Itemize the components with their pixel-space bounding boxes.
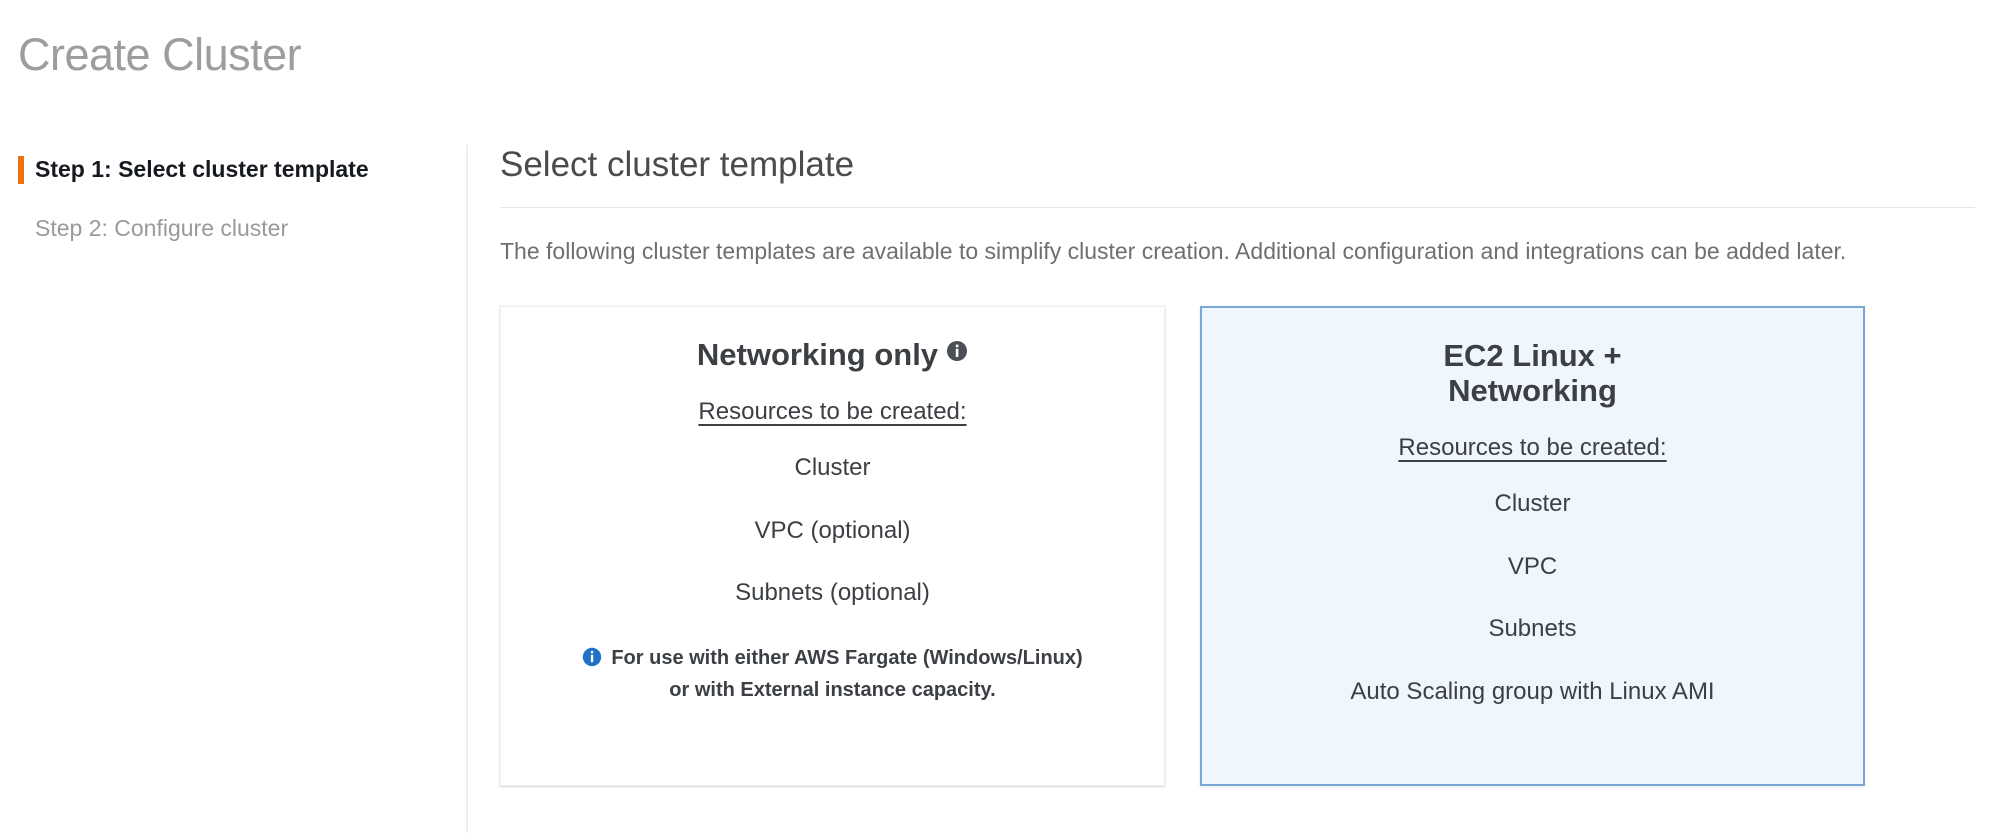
card-resources-label-networking-only: Resources to be created: [698,398,967,425]
resource-item: Subnets (optional) [735,579,930,607]
card-title-line-2: Networking [1448,373,1617,408]
sidebar-step-1-select-cluster-template[interactable]: Step 1: Select cluster template [0,154,466,185]
section-title: Select cluster template [500,145,855,184]
card-footnote-line-2: or with External instance capacity. [669,679,996,702]
resource-item: Subnets [1488,615,1577,643]
resource-item: VPC [1507,552,1558,580]
info-circle-icon[interactable] [946,340,968,362]
resource-item: Cluster [1494,489,1571,517]
sidebar-step-2-configure-cluster[interactable]: Step 2: Configure cluster [0,213,466,244]
card-title-ec2-linux-networking: EC2 Linux + Networking [1226,338,1839,408]
template-card-list: Networking only Resources to be created:… [500,305,1975,786]
card-footnote-networking-only: For use with either AWS Fargate (Windows… [525,642,1140,706]
resource-item: Cluster [794,453,871,481]
card-resources-label-ec2-linux-networking: Resources to be created: [1398,434,1667,462]
card-title-text: Networking only [696,336,939,372]
card-title-networking-only: Networking only [525,337,1140,372]
card-footnote-line-1: For use with either AWS Fargate (Windows… [611,647,1083,670]
page-title: Create Cluster [18,29,302,80]
template-card-networking-only[interactable]: Networking only Resources to be created:… [500,305,1165,786]
resource-item: VPC (optional) [754,516,911,544]
card-title-line-1: EC2 Linux + [1443,337,1622,373]
sidebar-step-1-label: Step 1: Select cluster template [35,156,369,182]
info-circle-blue-icon [582,647,602,667]
wizard-sidebar: Step 1: Select cluster template Step 2: … [0,145,468,833]
template-card-ec2-linux-networking[interactable]: EC2 Linux + Networking Resources to be c… [1200,305,1865,786]
section-description: The following cluster templates are avai… [500,238,1847,265]
resource-item: Auto Scaling group with Linux AMI [1350,678,1715,706]
sidebar-step-2-label: Step 2: Configure cluster [35,215,289,242]
main-content: Select cluster template The following cl… [500,145,1975,786]
section-divider [500,207,1975,209]
